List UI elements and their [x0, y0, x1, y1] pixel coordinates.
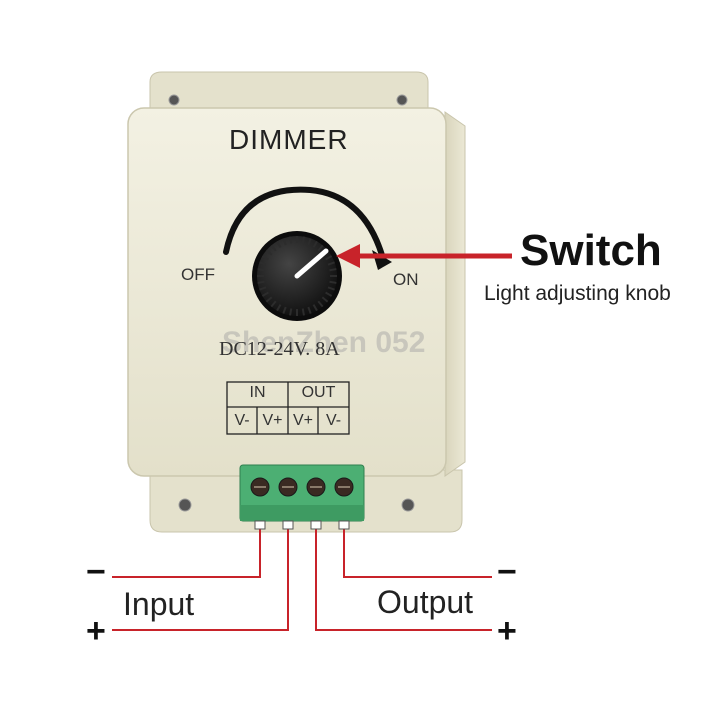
- terminal-table: [226, 381, 350, 435]
- knob-ridge: [289, 308, 293, 316]
- wire-ferrule: [254, 520, 266, 530]
- output-minus-sign: −: [497, 553, 517, 591]
- on-label: ON: [393, 270, 419, 289]
- terminal-header-in: IN: [249, 384, 266, 401]
- wire-ferrule: [310, 520, 322, 530]
- bottom-left-screw-hole: [178, 498, 192, 512]
- wire-input-plus: [112, 521, 289, 631]
- output-plus-sign: +: [497, 612, 517, 650]
- wire-ferrule: [282, 520, 294, 530]
- switch-label: Switch: [520, 226, 662, 275]
- knob-ridge: [265, 249, 273, 256]
- knob-ridge: [327, 261, 335, 266]
- knob-ridge: [276, 304, 282, 312]
- spec-label: DC12-24V. 8A: [219, 338, 340, 360]
- knob-ridge: [325, 291, 333, 297]
- terminal-pin: V+: [292, 412, 313, 429]
- knob-ridge: [301, 308, 305, 316]
- terminal-pin: V-: [325, 412, 342, 429]
- knob-ridge: [282, 238, 287, 246]
- knob-ridge: [261, 291, 269, 297]
- wire-ferrule: [338, 520, 350, 530]
- knob-pointer: [294, 248, 329, 279]
- terminal-pin: V-: [234, 412, 250, 429]
- knob-ridge: [329, 268, 337, 272]
- knob-ridge: [276, 240, 282, 248]
- knob-ridge: [312, 240, 318, 248]
- switch-arrow-head: [336, 244, 360, 268]
- output-label: Output: [377, 584, 474, 620]
- terminal-block-lip: [240, 505, 364, 521]
- knob-ridge: [265, 296, 273, 303]
- knob-ridge: [321, 296, 329, 303]
- wire-output-minus: [343, 521, 492, 578]
- knob-ridge: [301, 236, 305, 244]
- knob-ridge: [317, 244, 324, 252]
- bottom-right-screw-hole: [401, 498, 415, 512]
- knob-ridge: [307, 238, 312, 246]
- device-title: DIMMER: [229, 124, 349, 155]
- top-right-screw-hole: [396, 94, 408, 106]
- off-label: OFF: [181, 265, 215, 284]
- knob-ridge: [327, 286, 335, 291]
- watermark: ShenZhen 052: [222, 326, 426, 359]
- knob-ridge: [270, 244, 277, 252]
- knob-ridge: [257, 268, 265, 272]
- top-left-screw-hole: [168, 94, 180, 106]
- knob-ridge: [261, 255, 269, 261]
- wire-output-plus: [315, 521, 492, 631]
- knob-ridge: [312, 304, 318, 312]
- knob-ridge: [317, 300, 324, 308]
- knob-ridge: [289, 236, 293, 244]
- wire-input-minus: [112, 521, 261, 578]
- terminal-pin: V+: [262, 412, 283, 429]
- terminal-screws: [250, 477, 354, 497]
- knob-description: Light adjusting knob: [484, 282, 671, 305]
- input-plus-sign: +: [86, 612, 106, 650]
- knob-ridge: [329, 280, 337, 284]
- knob-ridge: [259, 261, 267, 266]
- brightness-arc: [223, 186, 387, 265]
- terminal-header-out: OUT: [301, 384, 336, 401]
- knob-ridge: [282, 306, 287, 314]
- knob-ridge: [325, 255, 333, 261]
- knob-ridge: [270, 300, 277, 308]
- input-label: Input: [123, 586, 195, 622]
- knob-ridge: [259, 286, 267, 291]
- wires: [112, 521, 492, 631]
- input-minus-sign: −: [86, 553, 106, 591]
- knob-ridges: [257, 236, 337, 316]
- housing-side: [444, 111, 466, 477]
- knob-ridge: [257, 280, 265, 284]
- knob-ridge: [307, 306, 312, 314]
